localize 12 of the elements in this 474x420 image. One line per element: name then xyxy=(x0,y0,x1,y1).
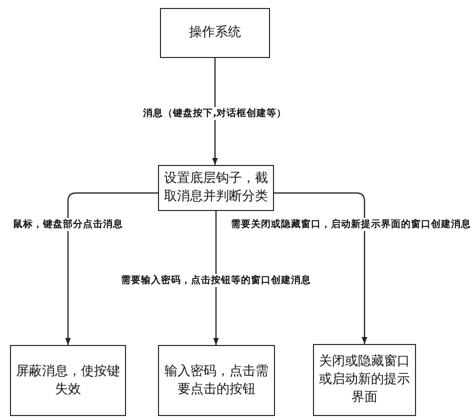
process-box: 设置底层钩子，截取消息并判断分类 xyxy=(158,165,274,211)
process-box: 关闭或隐藏窗口或启动新的提示界面 xyxy=(313,344,416,416)
arrow xyxy=(213,211,219,345)
arrow xyxy=(274,192,368,344)
edge-label: 需要输入密码，点击按钮等的窗口创建消息 xyxy=(120,274,312,286)
process-box: 输入密码，点击需要点击的按钮 xyxy=(158,345,275,416)
edge-label: 鼠标，键盘部分点击消息 xyxy=(12,218,124,230)
process-box: 屏蔽消息，使按键失效 xyxy=(10,345,126,416)
arrow xyxy=(65,192,158,345)
edge-label: 需要关闭或隐藏窗口，启动新提示界面的窗口创建消息 xyxy=(230,218,472,230)
arrow xyxy=(212,58,218,165)
process-box: 操作系统 xyxy=(160,8,270,58)
